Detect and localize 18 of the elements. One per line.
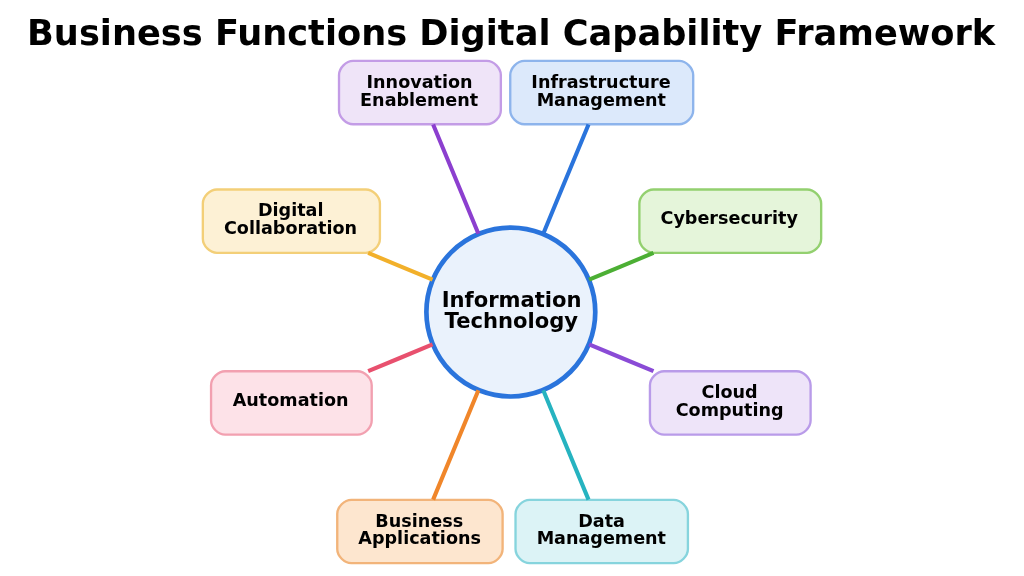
node-box: Cybersecurity [638, 188, 823, 254]
node-box: Business Applications [336, 498, 504, 565]
connector [541, 123, 591, 235]
node-box: Digital Collaboration [201, 188, 382, 254]
connector [588, 251, 655, 282]
connector [431, 389, 481, 501]
connector [588, 342, 655, 374]
node-circle: Information Technology [424, 225, 598, 399]
node-box: Infrastructure Management [509, 59, 695, 126]
diagram-title: Business Functions Digital Capability Framework [27, 11, 996, 53]
node-box: Cloud Computing [648, 370, 812, 436]
connector [431, 123, 481, 235]
node-box: Innovation Enablement [337, 59, 503, 126]
node-box: Data Management [514, 498, 690, 565]
connector [367, 251, 434, 282]
connector [541, 389, 591, 501]
connector [367, 342, 434, 374]
node-box: Automation [209, 370, 373, 436]
